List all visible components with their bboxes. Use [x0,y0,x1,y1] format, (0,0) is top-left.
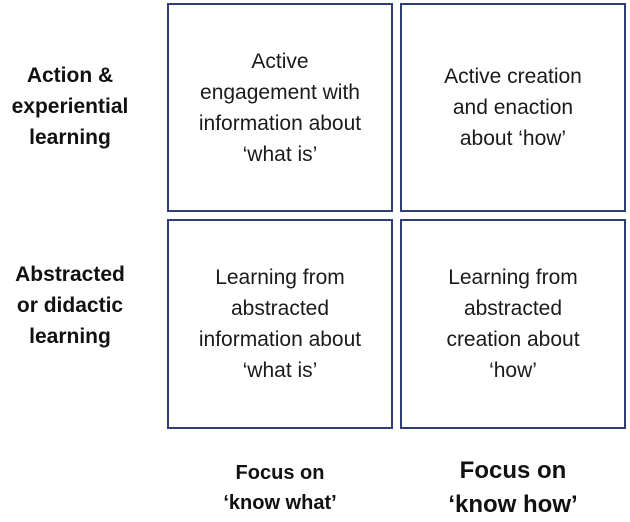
column-label-know-what: Focus on ‘know what’ [223,462,337,514]
row-label-abstracted-didactic: Abstracted or didactic learning [15,263,125,348]
row-label-action-experiential: Action & experiential learning [11,64,129,149]
cell-top-left: Active engagement with information about… [167,3,393,212]
cell-top-right: Active creation and enaction about ‘how’ [400,3,626,212]
cell-top-left-text: Active engagement with information about… [198,49,362,166]
cell-bottom-left: Learning from abstracted information abo… [167,219,393,429]
column-label-know-how: Focus on ‘know how’ [448,457,578,518]
cell-top-right-text: Active creation and enaction about ‘how’ [444,65,582,150]
cell-bottom-right: Learning from abstracted creation about … [400,219,626,429]
cell-bottom-left-text: Learning from abstracted information abo… [198,266,362,382]
cell-bottom-right-text: Learning from abstracted creation about … [446,266,580,382]
